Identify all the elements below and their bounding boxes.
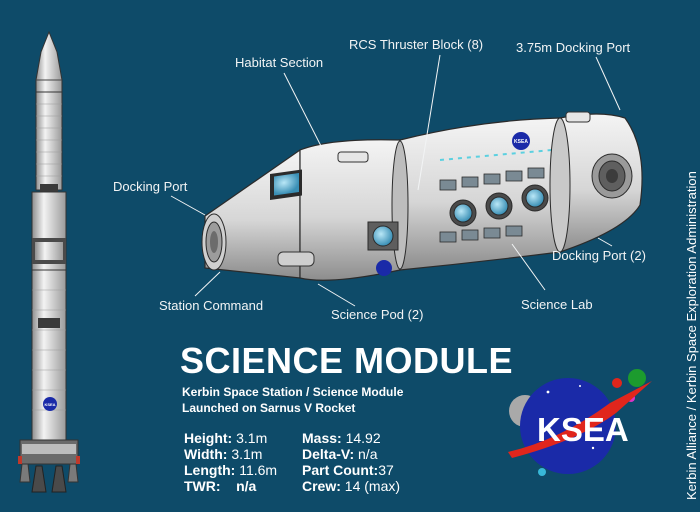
stat-length-value: 11.6m — [239, 462, 278, 478]
leader-lines — [170, 54, 621, 307]
subtitle-line-2: Launched on Sarnus V Rocket — [182, 401, 356, 415]
label-station-command: Station Command — [159, 298, 264, 313]
page-title: SCIENCE MODULE — [180, 340, 514, 381]
stat-delta-v-value: n/a — [358, 446, 378, 462]
stat-width-key: Width: — [184, 446, 228, 462]
stat-twr-value: n/a — [236, 478, 257, 494]
stat-height-key: Height: — [184, 430, 233, 446]
stat-mass-key: Mass: — [302, 430, 342, 446]
label-habitat-section: Habitat Section — [235, 55, 324, 70]
rocket-logo: KSEA — [44, 402, 55, 407]
stat-mass-value: 14.92 — [345, 430, 381, 446]
label-docking-port-2: Docking Port (2) — [552, 248, 646, 263]
label-docking-port-large: 3.75m Docking Port — [516, 40, 631, 55]
stat-delta-v-key: Delta-V: — [302, 446, 355, 462]
ksea-logo — [508, 369, 652, 476]
label-science-pod: Science Pod (2) — [331, 307, 424, 322]
subtitle-line-1: Kerbin Space Station / Science Module — [182, 385, 404, 399]
ksea-logo-text: KSEA — [537, 411, 629, 448]
stat-part-count-value: 37 — [378, 462, 394, 478]
science-module: KSEA — [201, 111, 643, 281]
label-science-lab: Science Lab — [521, 297, 593, 312]
label-docking-port: Docking Port — [113, 179, 188, 194]
stat-height-value: 3.1m — [236, 430, 268, 446]
stat-crew-value: 14 (max) — [344, 478, 401, 494]
stat-twr-key: TWR: — [184, 478, 221, 494]
rocket: KSEA — [18, 30, 80, 493]
stat-crew-key: Crew: — [302, 478, 341, 494]
label-rcs-thruster-block: RCS Thruster Block (8) — [349, 37, 484, 52]
vertical-credit: Kerbin Alliance / Kerbin Space Explorati… — [684, 171, 699, 500]
stat-length-key: Length: — [184, 462, 236, 478]
module-logo: KSEA — [514, 139, 528, 145]
stat-width-value: 3.1m — [231, 446, 263, 462]
stat-part-count-key: Part Count: — [302, 462, 379, 478]
